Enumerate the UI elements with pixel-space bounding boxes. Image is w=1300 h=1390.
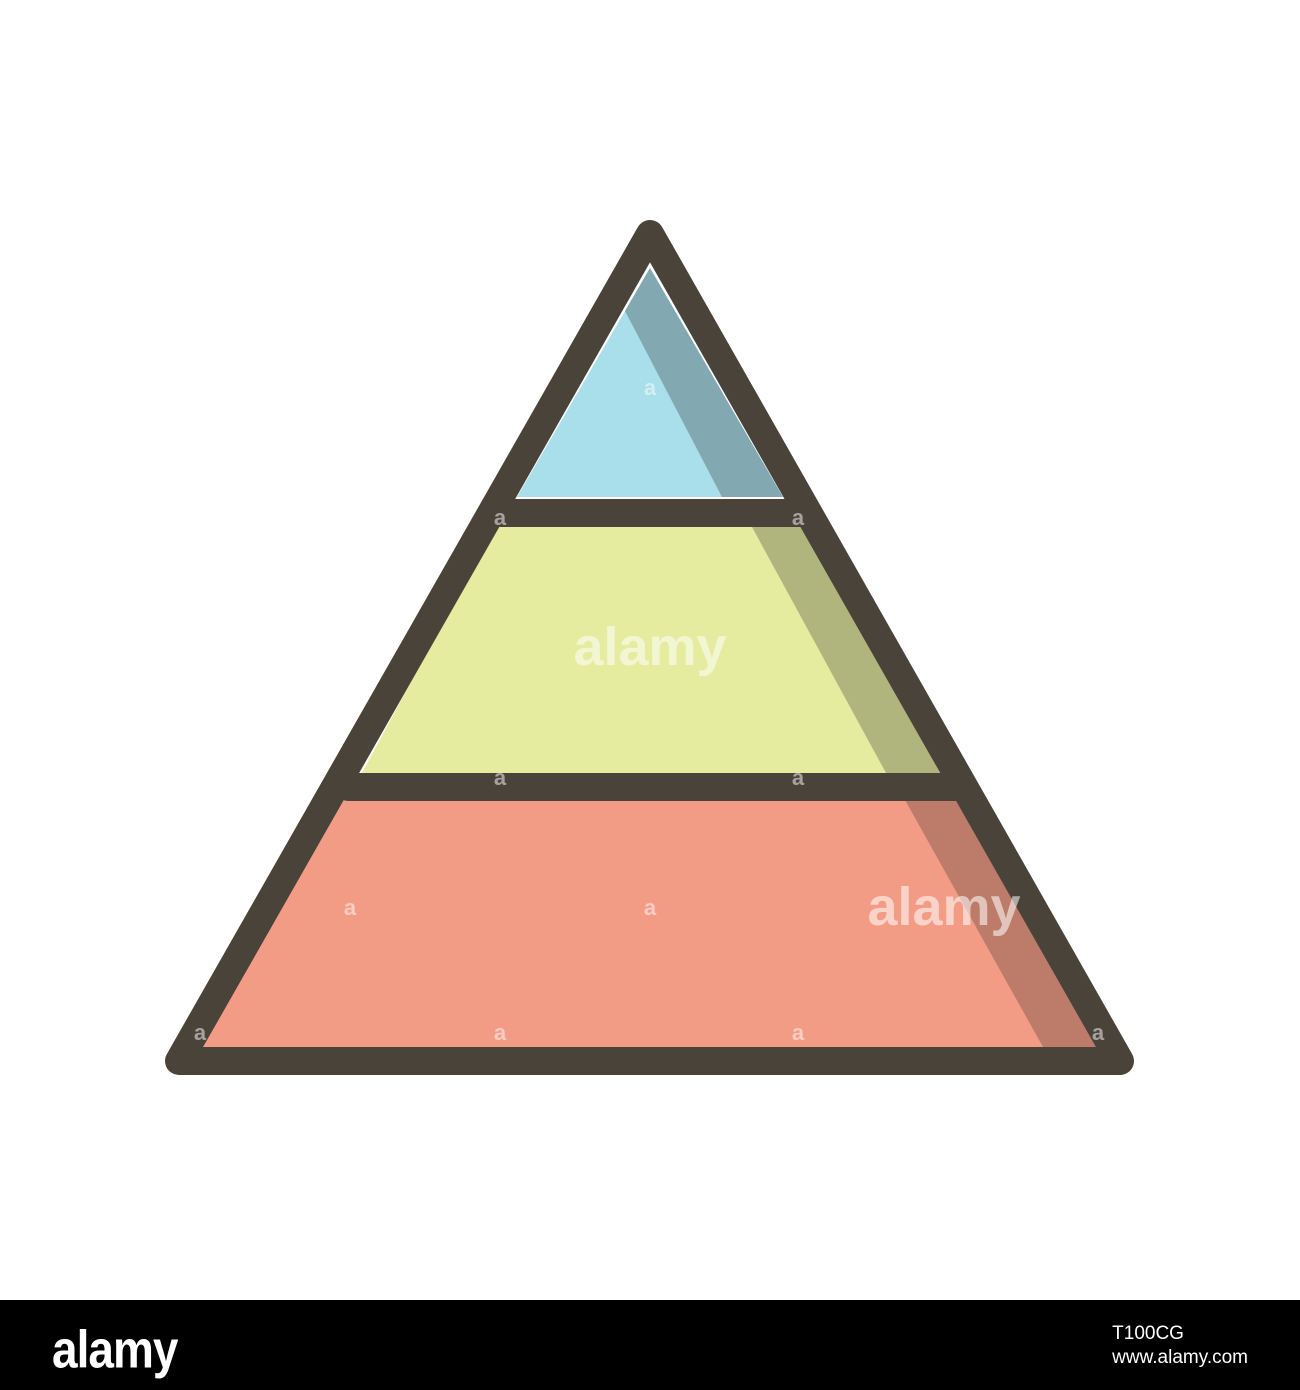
pyramid-top-tier-shade (625, 268, 783, 497)
watermark-mark: a (494, 1020, 507, 1045)
watermark-lower-right: alamy (867, 877, 1020, 937)
watermark-mark: a (494, 765, 507, 790)
pyramid-outline (165, 220, 1134, 1075)
watermark-mark: a (344, 895, 357, 920)
site-url: www.alamy.com (1112, 1347, 1248, 1368)
watermark-mark: a (792, 1020, 805, 1045)
pyramid-middle-tier-shade (752, 527, 940, 773)
watermark-mark: a (644, 375, 657, 400)
watermark-mark: a (792, 505, 805, 530)
pyramid-chart-icon: alamy alamy a a a a a a a a a a a (165, 220, 1134, 1075)
watermark-mark: a (194, 1020, 207, 1045)
watermark-mark: a (1092, 1020, 1105, 1045)
watermark-center: alamy (573, 617, 726, 677)
watermark-mark: a (644, 895, 657, 920)
watermark-mark: a (494, 505, 507, 530)
footer-image-info: T100CG www.alamy.com (1112, 1322, 1248, 1370)
pyramid-bottom-tier-shade (905, 800, 1100, 1047)
pyramid-bottom-tier (203, 800, 1100, 1047)
image-id: T100CG (1112, 1323, 1184, 1344)
watermark-mark: a (792, 765, 805, 790)
footer-bar: alamy T100CG www.alamy.com (0, 1300, 1300, 1390)
footer-brand-logo: alamy (52, 1319, 178, 1379)
